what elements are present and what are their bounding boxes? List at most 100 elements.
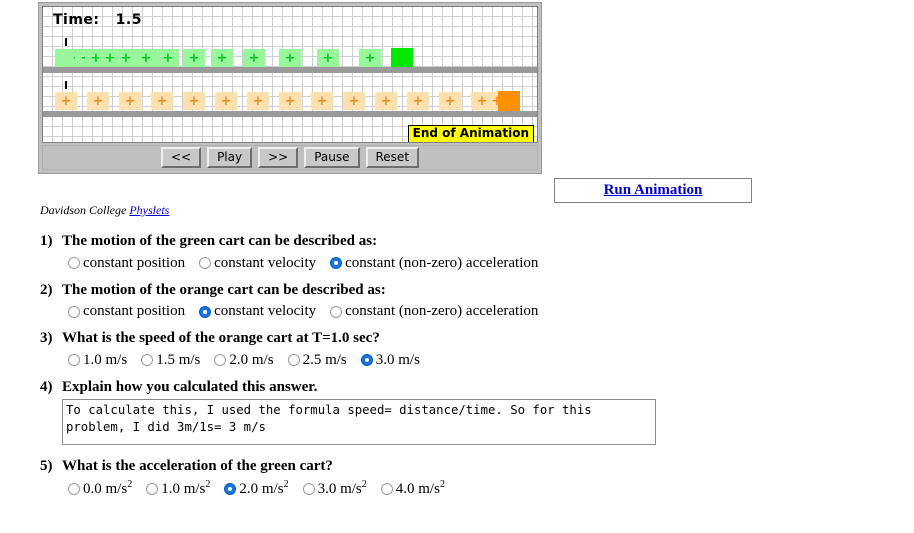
run-animation-link[interactable]: Run Animation [603,182,703,198]
radio-option-label: constant velocity [214,254,317,271]
radio-option[interactable]: constant position [68,302,185,321]
radio-option-label: 4.0 m/s2 [395,479,445,497]
orange-trail-marker: + [343,92,365,110]
plus-icon: + [348,93,360,109]
radio-button[interactable] [214,354,227,367]
radio-option-label: constant (non-zero) acceleration [345,303,539,320]
radio-option-label: 2.5 m/s [302,351,347,368]
explanation-textarea[interactable] [62,399,656,446]
radio-option-label: constant position [83,303,186,320]
plus-icon: + [162,50,174,66]
plus-icon: + [90,50,102,66]
question-5-heading: 5)What is the acceleration of the green … [40,457,880,476]
radio-option[interactable]: 3.0 m/s [360,351,420,370]
radio-option-label: 3.0 m/s [375,351,420,368]
plus-icon: + [284,50,296,66]
plus-icon: + [124,93,136,109]
radio-button[interactable] [68,305,80,318]
radio-button-selected[interactable] [224,482,237,495]
step-back-button[interactable]: << [160,146,202,169]
question-3-heading: 3)What is the speed of the orange cart a… [40,329,880,348]
radio-option[interactable]: constant (non-zero) acceleration [330,302,538,321]
plus-icon: + [188,93,200,109]
exponent: 2 [283,479,289,490]
pause-button[interactable]: Pause [304,146,360,169]
question-4-heading: 4)Explain how you calculated this answer… [40,378,880,397]
radio-button[interactable] [330,305,343,318]
credit-prefix: Davidson College [40,203,130,217]
orange-trail-marker: + [439,92,461,110]
radio-option[interactable]: constant position [68,254,185,273]
plus-icon: + [220,93,232,109]
radio-button[interactable] [199,257,212,270]
radio-option[interactable]: constant velocity [199,302,316,321]
orange-origin-tick [65,81,67,89]
radio-button-selected[interactable] [360,354,373,367]
radio-button[interactable] [68,354,80,367]
radio-option-label: 2.0 m/s2 [239,479,289,497]
radio-option[interactable]: constant velocity [199,254,316,273]
radio-button[interactable] [287,354,300,367]
radio-option[interactable]: 2.0 m/s [214,351,274,370]
radio-button[interactable] [68,257,80,270]
plus-icon: + [444,93,456,109]
radio-button[interactable] [146,482,159,495]
radio-option[interactable]: 4.0 m/s2 [380,479,445,499]
radio-option-label: 1.5 m/s [156,351,201,368]
plus-icon: + [284,93,296,109]
question-number: 4) [40,378,53,395]
radio-button-selected[interactable] [199,305,212,318]
play-button[interactable]: Play [207,146,253,169]
reset-button[interactable]: Reset [365,146,420,169]
green-trail-marker: + [359,49,381,67]
radio-option-label: 1.0 m/s2 [161,479,211,497]
radio-button[interactable] [141,354,154,367]
radio-button[interactable] [302,482,315,495]
question-number: 1) [40,233,53,249]
plus-icon: + [216,50,228,66]
grid-background [43,7,537,142]
animation-canvas[interactable]: Time: 1.5 +++++++++++++++ ++++++++++++++… [42,6,538,143]
radio-button[interactable] [68,482,80,495]
radio-option[interactable]: 1.5 m/s [141,351,200,370]
plus-icon: + [104,50,116,66]
question-2-heading: 2)The motion of the orange cart can be d… [40,281,880,300]
green-trail-marker: + [243,49,265,67]
radio-option[interactable]: 1.0 m/s [68,351,127,370]
radio-option-label: 0.0 m/s2 [83,479,133,497]
plus-icon: + [188,50,200,66]
radio-button[interactable] [380,482,393,495]
physlets-link[interactable]: Physlets [129,203,170,217]
radio-option[interactable]: 2.5 m/s [287,351,347,370]
orange-trail-marker: + [183,92,205,110]
green-trail-marker: + [279,49,301,67]
orange-trail-marker: + [279,92,301,110]
question-number: 2) [40,281,53,298]
radio-option[interactable]: 0.0 m/s2 [68,479,132,499]
step-forward-button[interactable]: >> [258,146,299,169]
radio-option-label: constant position [83,254,186,271]
green-trail-marker: + [183,49,205,67]
run-animation-box[interactable]: Run Animation [554,178,752,203]
green-origin-tick [65,38,67,46]
radio-button-selected[interactable] [330,257,343,270]
orange-trail-marker: + [119,92,141,110]
question-4: 4)Explain how you calculated this answer… [40,378,880,446]
radio-option[interactable]: constant (non-zero) acceleration [330,254,538,273]
question-3: 3)What is the speed of the orange cart a… [40,329,880,370]
radio-option[interactable]: 2.0 m/s2 [224,479,289,499]
plus-icon: + [140,50,152,66]
exponent: 2 [205,479,211,490]
plus-icon: + [92,93,104,109]
plus-icon: + [491,93,503,109]
question-5: 5)What is the acceleration of the green … [40,457,880,499]
question-1: 1)The motion of the green cart can be de… [40,232,880,273]
credit-line: Davidson College Physlets [40,203,169,218]
radio-option[interactable]: 3.0 m/s2 [302,479,367,499]
radio-option-label: 2.0 m/s [229,351,274,368]
plus-icon: + [120,50,132,66]
time-readout: Time: 1.5 [53,12,142,28]
exponent: 2 [361,479,367,490]
radio-option[interactable]: 1.0 m/s2 [146,479,210,499]
question-1-heading: 1)The motion of the green cart can be de… [40,232,880,251]
